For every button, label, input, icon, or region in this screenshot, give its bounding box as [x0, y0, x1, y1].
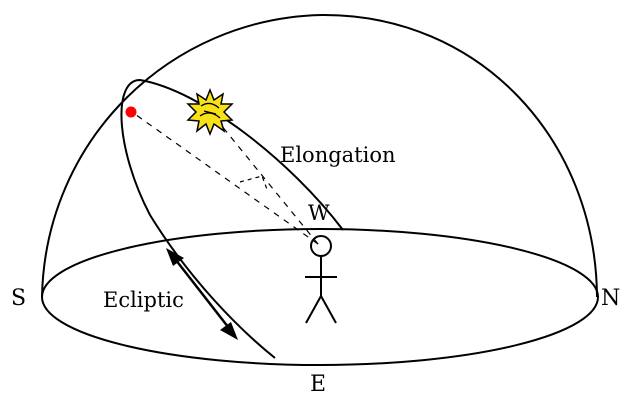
sun-sightline — [212, 114, 318, 244]
south-label: S — [11, 286, 26, 311]
north-label: N — [601, 286, 620, 311]
stick-figure-icon — [305, 236, 337, 323]
sun-icon — [188, 90, 232, 134]
elongation-label: Elongation — [280, 143, 396, 167]
planet-dot-icon — [126, 107, 137, 118]
east-label: E — [310, 372, 326, 396]
west-label: W — [308, 201, 330, 225]
ecliptic-arrowhead-bottom — [220, 322, 238, 340]
ecliptic-label: Ecliptic — [103, 288, 184, 312]
